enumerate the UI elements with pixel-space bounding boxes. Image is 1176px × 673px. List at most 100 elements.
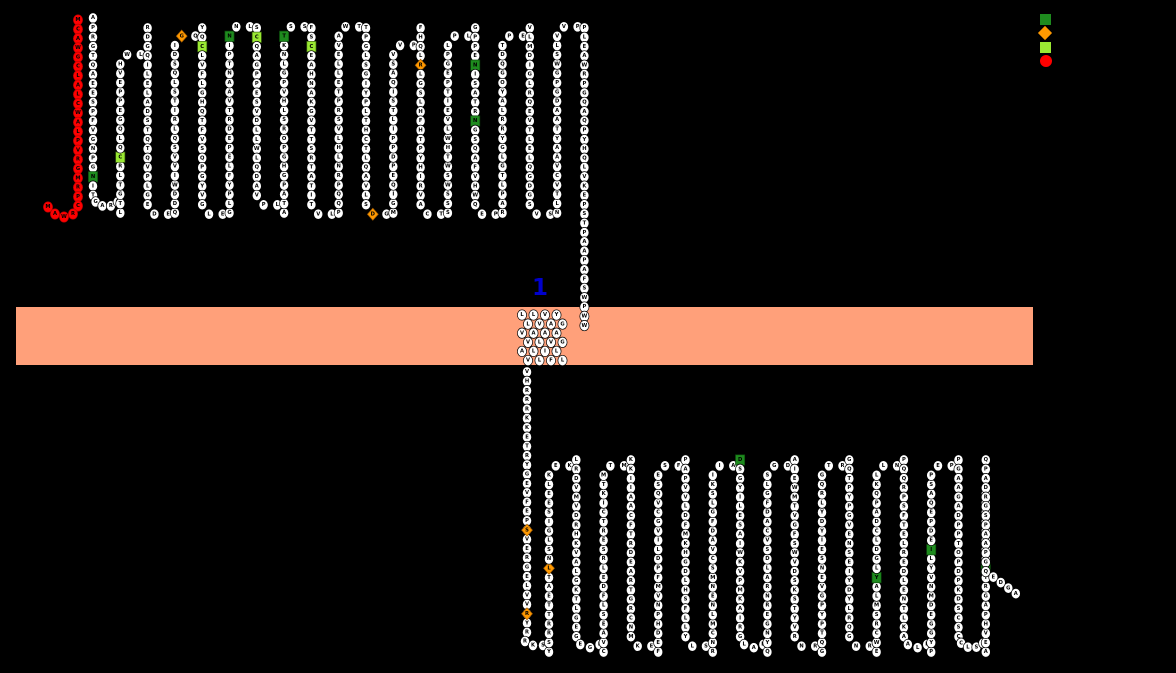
svg-text:N: N [656,603,660,609]
svg-text:V: V [118,71,122,77]
svg-text:I: I [447,99,449,105]
svg-text:P: P [957,457,961,463]
svg-text:C: C [602,510,606,516]
residue-L: L [272,199,283,211]
residue-C: C [707,553,718,565]
residue-C: C [956,637,967,649]
residue-P: P [251,68,262,81]
residue-S-phospho: S [521,523,533,537]
svg-text:R: R [902,550,906,556]
svg-text:Y: Y [363,90,368,96]
svg-text:G: G [528,174,532,180]
residue-L: L [926,553,937,565]
svg-text:P: P [91,155,95,161]
residue-L: L [871,590,882,602]
residue-V: V [142,161,153,174]
svg-text:P: P [984,550,988,556]
svg-text:E: E [656,640,660,646]
svg-text:L: L [902,541,906,547]
residue-P: P [552,77,563,89]
svg-text:T: T [337,89,341,95]
residue-W: W [579,292,590,304]
svg-text:S: S [337,117,341,123]
svg-text:A: A [227,89,231,95]
residue-Q: Q [898,463,909,475]
residue-F: F [470,161,481,174]
residue-S: S [169,142,180,154]
residue-D: D [251,115,262,127]
residue-A: A [251,180,262,192]
svg-text:N: N [227,34,231,40]
svg-text:R: R [501,210,505,216]
residue-L: L [571,454,582,466]
residue-D: D [366,207,379,221]
svg-text:L: L [146,183,150,189]
svg-text:A: A [76,36,80,42]
svg-text:G: G [929,631,933,637]
residue-A: A [579,106,590,118]
residue-G: G [115,114,126,126]
residue-F: F [415,115,426,127]
residue-N: N [224,67,235,80]
svg-text:A: A [875,584,879,590]
residue-E: E [735,510,746,522]
svg-text:T: T [310,165,314,171]
residue-R: R [497,123,508,135]
residue-R: R [898,482,909,494]
svg-text:L: L [467,33,471,39]
svg-text:R: R [525,406,529,412]
residue-C: C [251,31,262,43]
svg-text:A: A [255,53,259,59]
residue-M: M [524,41,535,53]
residue-G: G [762,488,773,500]
residue-Q: Q [470,199,481,211]
residue-G: G [279,67,290,80]
svg-text:C: C [875,631,879,637]
svg-text:G: G [525,565,529,571]
residue-A: A [625,491,636,503]
svg-text:P: P [412,43,416,49]
svg-text:A: A [500,201,504,207]
residue-T: T [361,115,371,127]
residue-S: S [524,199,535,211]
svg-text:E: E [766,612,770,618]
residue-R: R [115,160,126,173]
residue-A: A [388,67,399,80]
residue-L: L [552,198,563,210]
residue-R: R [864,640,875,652]
residue-Q: Q [142,134,153,146]
svg-text:S: S [473,137,477,143]
svg-text:T: T [446,154,450,160]
svg-text:R: R [847,615,851,621]
svg-text:S: S [847,550,851,556]
residue-H: H [415,31,426,43]
svg-text:G: G [384,211,388,217]
residue-G: G [279,170,290,182]
svg-text:V: V [525,369,529,375]
svg-text:K: K [567,463,572,469]
svg-text:R: R [574,467,578,473]
residue-P: P [279,179,290,191]
svg-text:F: F [200,72,204,78]
svg-text:L: L [657,547,661,553]
residue-H: H [680,547,691,559]
svg-text:R: R [629,578,633,584]
svg-text:N: N [227,71,231,77]
residue-E: E [926,609,937,621]
residue-L: L [169,123,180,135]
residue-S: S [388,95,399,107]
svg-text:V: V [656,593,660,599]
residue-R: R [762,599,773,612]
residue-Y: Y [415,152,426,164]
residue-P: P [922,638,933,651]
residue-signal-G: G [73,51,83,63]
svg-text:L: L [201,53,205,59]
svg-text:P: P [984,538,988,544]
svg-text:T: T [793,606,797,612]
residue-P: P [361,96,371,108]
svg-text:F: F [793,532,797,538]
residue-E: E [871,646,882,658]
residue-R: R [625,603,636,615]
svg-text:R: R [118,164,122,170]
residue-A: A [470,152,481,164]
